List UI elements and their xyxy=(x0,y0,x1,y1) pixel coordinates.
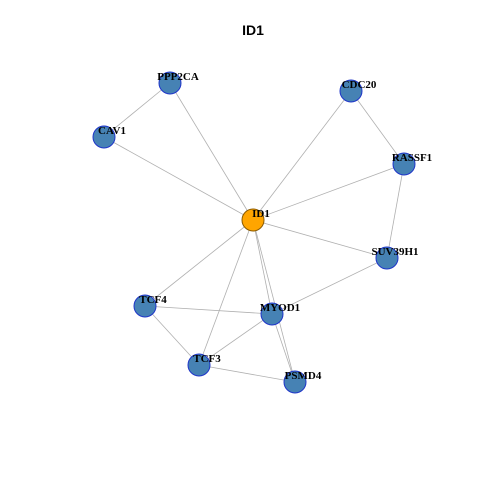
node-label-tcf3: TCF3 xyxy=(193,353,221,365)
node-rassf1[interactable] xyxy=(392,152,416,176)
edge-tcf3-psmd4 xyxy=(198,364,296,383)
edge-myod1-tcf3 xyxy=(198,313,273,366)
node-cav1[interactable] xyxy=(92,125,116,149)
node-label-id1: ID1 xyxy=(252,208,270,220)
edge-suv39h1-myod1 xyxy=(271,257,388,315)
edge-id1-myod1 xyxy=(252,219,273,315)
node-label-suv39h1: SUV39H1 xyxy=(371,246,418,258)
node-label-tcf4: TCF4 xyxy=(139,294,167,306)
node-tcf4[interactable] xyxy=(133,294,157,318)
edge-rassf1-suv39h1 xyxy=(386,163,405,259)
node-label-myod1: MYOD1 xyxy=(260,302,300,314)
edge-ppp2ca-cav1 xyxy=(103,82,171,138)
node-tcf3[interactable] xyxy=(187,353,211,377)
node-cdc20[interactable] xyxy=(339,79,363,103)
edge-tcf4-tcf3 xyxy=(144,305,200,366)
node-psmd4[interactable] xyxy=(283,370,307,394)
edge-id1-rassf1 xyxy=(252,163,405,221)
edge-id1-tcf4 xyxy=(144,219,254,307)
edge-id1-ppp2ca xyxy=(169,82,254,221)
edge-cdc20-rassf1 xyxy=(350,90,405,165)
node-layer xyxy=(92,71,416,394)
node-suv39h1[interactable] xyxy=(375,246,399,270)
edge-layer xyxy=(103,82,405,383)
edge-tcf4-myod1 xyxy=(144,305,273,315)
node-label-rassf1: RASSF1 xyxy=(392,152,432,164)
node-ppp2ca[interactable] xyxy=(158,71,182,95)
edge-id1-tcf3 xyxy=(198,219,254,366)
node-myod1[interactable] xyxy=(260,302,284,326)
node-id1[interactable] xyxy=(241,208,265,232)
edge-id1-suv39h1 xyxy=(252,219,388,259)
label-layer: ID1 PPP2CA CAV1 CDC20RASSF1SUV39H1TCF4MYOD1… xyxy=(98,71,432,382)
node-label-ppp2ca: PPP2CA xyxy=(157,71,199,83)
node-label-cav1: CAV1 xyxy=(98,125,126,137)
edge-myod1-psmd4 xyxy=(271,313,296,383)
graph-title: ID1 xyxy=(242,22,264,38)
edge-id1-psmd4 xyxy=(252,219,296,383)
node-label-psmd4: PSMD4 xyxy=(285,370,322,382)
node-label-cdc20: CDC20 xyxy=(342,79,377,91)
edge-id1-cav1 xyxy=(103,136,254,221)
edge-id1-cdc20 xyxy=(252,90,352,221)
